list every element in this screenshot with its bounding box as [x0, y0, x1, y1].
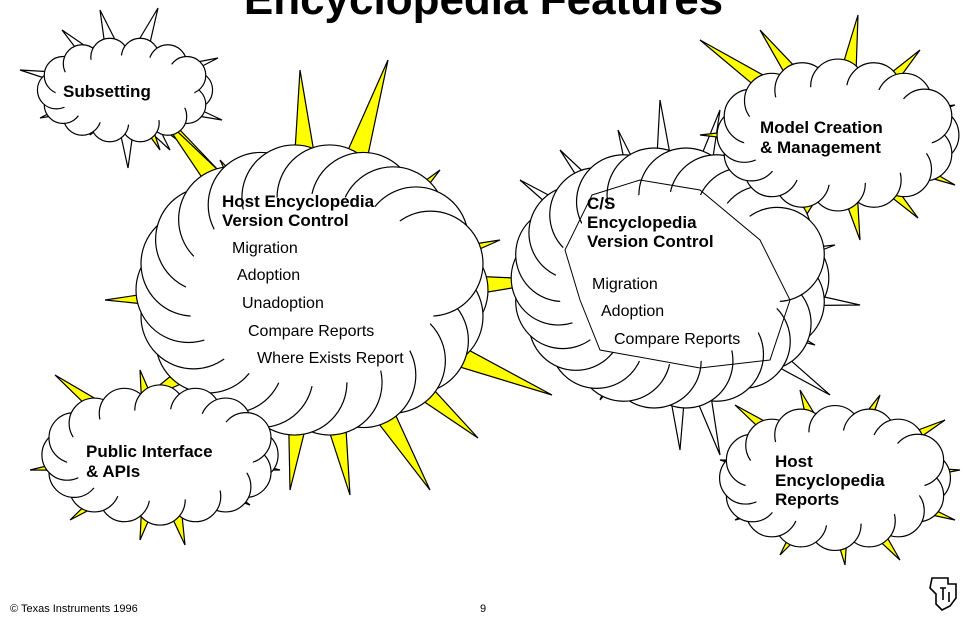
inner-outline	[564, 179, 791, 369]
host-vc-heading-line2: Version Control	[222, 211, 349, 230]
host-encyclopedia-cloud	[135, 144, 489, 436]
host-reports-label-line3: Reports	[775, 490, 840, 509]
host-vc-heading-line1: Host Encyclopedia	[222, 192, 375, 211]
host-reports-label-line1: Host	[775, 452, 813, 471]
subsetting-cloud	[36, 37, 214, 143]
host-vc-item: Migration	[232, 240, 298, 257]
cloud-layer	[36, 37, 960, 552]
cs-vc-item: Compare Reports	[614, 331, 741, 348]
host-vc-item: Where Exists Report	[257, 350, 404, 367]
cs-vc-heading-line2: Encyclopedia	[587, 213, 697, 232]
model-creation-label-line2: & Management	[760, 138, 881, 157]
host-vc-item: Unadoption	[242, 295, 324, 312]
model-creation-cloud	[716, 58, 960, 212]
host-vc-item: Adoption	[237, 267, 301, 284]
public-interface-label-line2: & APIs	[86, 462, 141, 481]
page-number: 9	[480, 603, 487, 615]
cs-encyclopedia-cloud	[510, 147, 830, 409]
copyright-text: © Texas Instruments 1996	[10, 603, 138, 615]
texas-instruments-logo	[929, 577, 957, 611]
public-interface-label-line1: Public Interface	[86, 442, 213, 461]
host-reports-cloud	[718, 404, 952, 552]
cs-vc-item: Adoption	[601, 303, 665, 320]
cs-vc-heading-line1: C/S	[587, 194, 616, 213]
slide-title: Encyclopedia Features	[0, 0, 967, 22]
cs-vc-item: Migration	[592, 276, 658, 293]
host-reports-label-line2: Encyclopedia	[775, 471, 885, 490]
subsetting-label: Subsetting	[63, 82, 151, 101]
host-vc-item: Compare Reports	[248, 323, 375, 340]
model-creation-label-line1: Model Creation	[760, 118, 883, 137]
public-interface-cloud	[41, 384, 279, 526]
cs-vc-heading-line3: Version Control	[587, 232, 714, 251]
